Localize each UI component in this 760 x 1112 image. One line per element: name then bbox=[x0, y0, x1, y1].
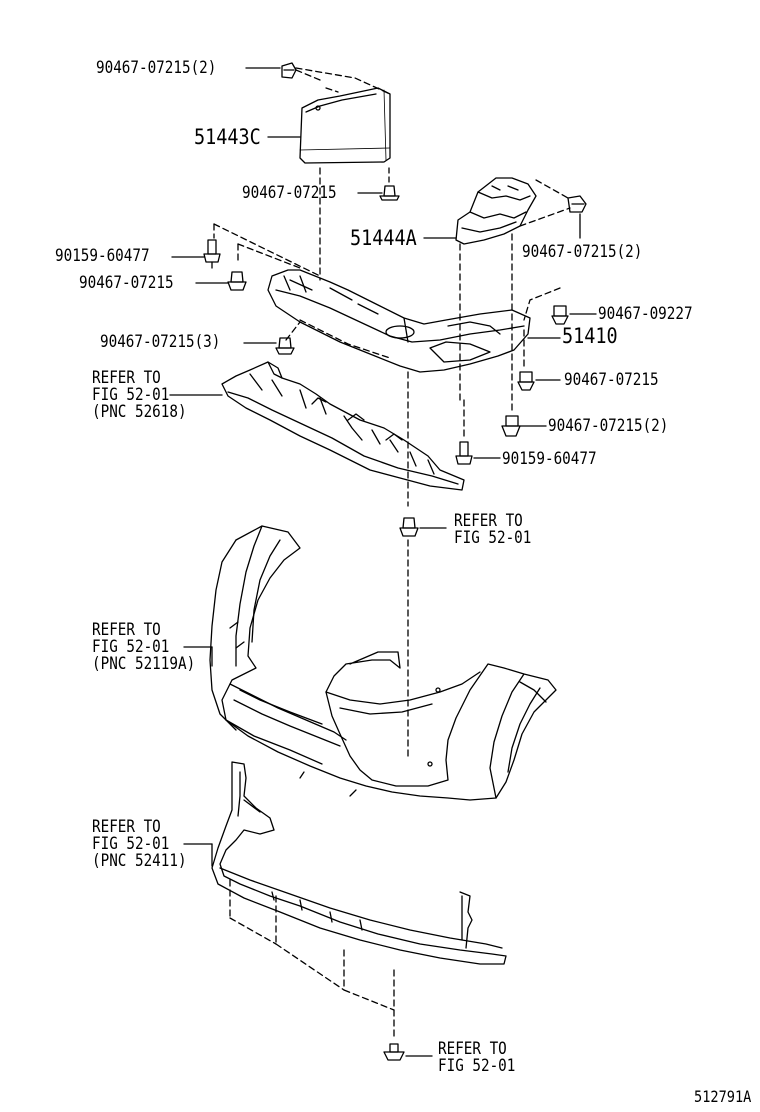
refer-2-line2[interactable]: FIG 52-01 bbox=[454, 528, 532, 548]
label-p7[interactable]: 90467-07215 bbox=[79, 273, 174, 293]
refer-4-line2[interactable]: FIG 52-01 bbox=[92, 834, 170, 854]
spoiler-52411 bbox=[211, 761, 507, 965]
label-p9[interactable]: 51410 bbox=[562, 324, 618, 348]
clip-right bbox=[567, 195, 587, 213]
clip-left-3 bbox=[275, 337, 295, 355]
clip-left-2 bbox=[227, 271, 247, 291]
clip-right-4 bbox=[501, 415, 521, 437]
label-p1[interactable]: 90467-07215(2) bbox=[96, 58, 217, 78]
refer-1-line3: (PNC 52618) bbox=[92, 402, 187, 422]
cover-51444a bbox=[455, 177, 537, 245]
screw-left-1 bbox=[203, 239, 221, 269]
undercover-51410 bbox=[267, 269, 531, 373]
clip-right-3 bbox=[517, 371, 535, 391]
refer-5-line2[interactable]: FIG 52-01 bbox=[438, 1056, 516, 1076]
refer-3-line3: (PNC 52119A) bbox=[92, 654, 196, 674]
label-p5[interactable]: 90467-07215(2) bbox=[522, 242, 643, 262]
refer-4-line3: (PNC 52411) bbox=[92, 851, 187, 871]
bumper-cover-52119a bbox=[209, 525, 557, 801]
label-p2[interactable]: 51443C bbox=[194, 125, 261, 149]
refer-1-line1: REFER TO bbox=[92, 368, 161, 388]
cover-51443c bbox=[299, 87, 391, 164]
refer-1-line2[interactable]: FIG 52-01 bbox=[92, 385, 170, 405]
label-p10[interactable]: 90467-07215(3) bbox=[100, 332, 221, 352]
clip-bottom-1 bbox=[399, 517, 419, 537]
label-p12[interactable]: 90467-07215(2) bbox=[548, 416, 669, 436]
screw-bottom bbox=[383, 1043, 405, 1061]
label-p11[interactable]: 90467-07215 bbox=[564, 370, 659, 390]
clip-top bbox=[281, 62, 297, 79]
refer-3-line1: REFER TO bbox=[92, 620, 161, 640]
reinforcement-52618 bbox=[221, 361, 465, 491]
label-p4[interactable]: 51444A bbox=[350, 226, 417, 250]
refer-3-line2[interactable]: FIG 52-01 bbox=[92, 637, 170, 657]
label-p8[interactable]: 90467-09227 bbox=[598, 304, 693, 324]
screw-right-5 bbox=[455, 441, 473, 465]
refer-2-line1: REFER TO bbox=[454, 511, 523, 531]
label-p6[interactable]: 90159-60477 bbox=[55, 246, 150, 266]
diagram-code: 512791A bbox=[694, 1087, 752, 1106]
label-p3[interactable]: 90467-07215 bbox=[242, 183, 337, 203]
clip-right-2 bbox=[551, 305, 569, 325]
refer-4-line1: REFER TO bbox=[92, 817, 161, 837]
refer-5-line1: REFER TO bbox=[438, 1039, 507, 1059]
clip-mid bbox=[379, 185, 400, 201]
label-p13[interactable]: 90159-60477 bbox=[502, 449, 597, 469]
